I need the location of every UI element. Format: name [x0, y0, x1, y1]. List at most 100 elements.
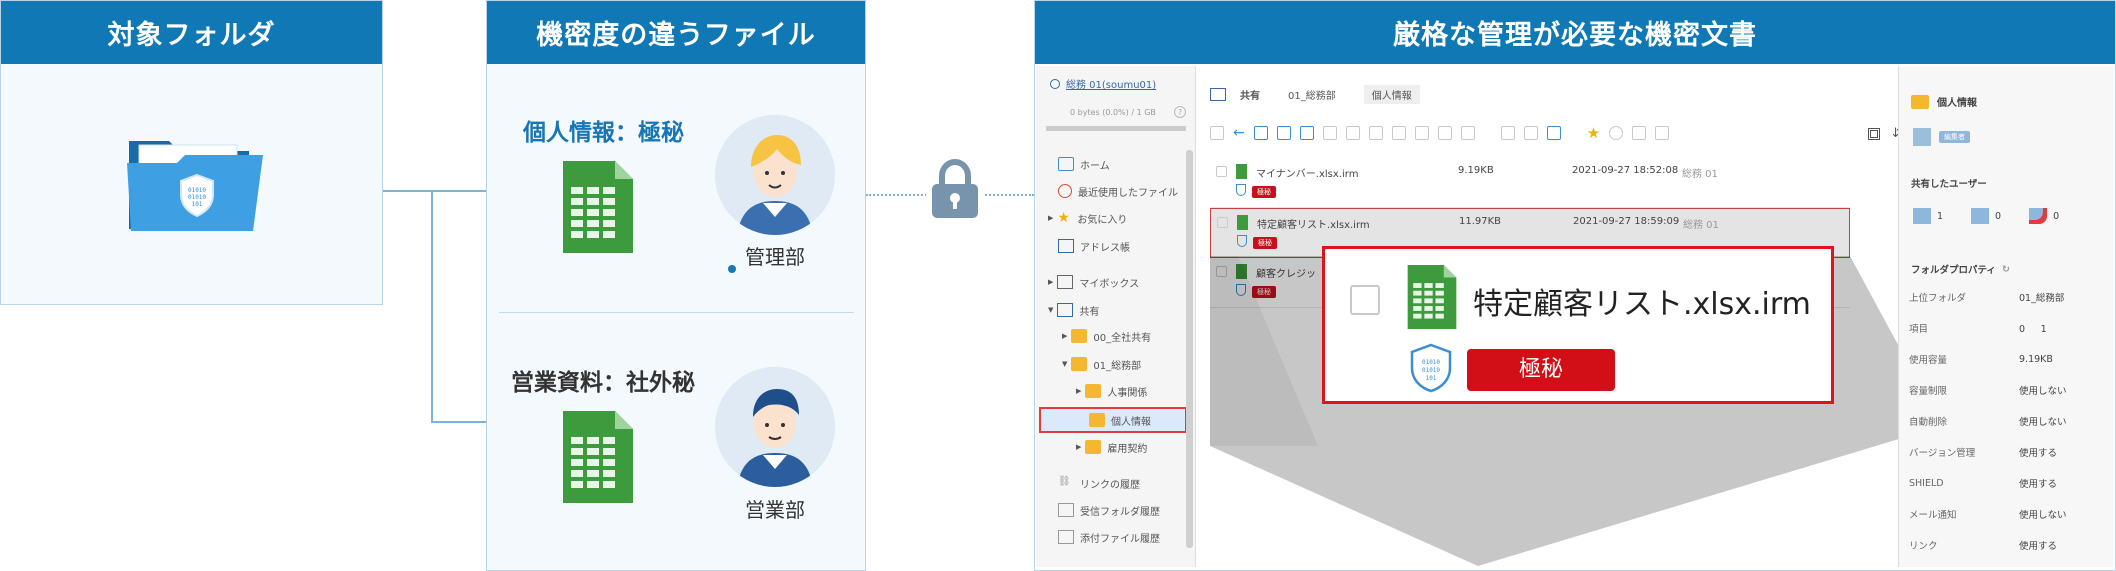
view-icon[interactable] — [1322, 126, 1337, 140]
sales-dept-label: 営業部 — [745, 498, 805, 522]
new-file-icon[interactable] — [1299, 126, 1314, 140]
spreadsheet-icon — [563, 161, 633, 257]
collapse-icon: ▼ — [1062, 360, 1068, 368]
breadcrumb-item[interactable]: 個人情報 — [1363, 84, 1420, 104]
breadcrumb-item[interactable]: 共有 — [1240, 90, 1260, 102]
file-name[interactable]: 特定顧客リスト.xlsx.irm — [1257, 220, 1370, 231]
expand-icon: ▶ — [1062, 332, 1068, 340]
svg-text:01010: 01010 — [188, 194, 206, 201]
admin-dept-label: 管理部 — [745, 245, 805, 269]
sidebar-item-personal-info[interactable]: 個人情報 — [1039, 407, 1187, 433]
zoom-file-name[interactable]: 特定顧客リスト.xlsx.irm — [1473, 287, 1811, 322]
lock-small-icon[interactable] — [1655, 126, 1670, 140]
svg-text:101: 101 — [1426, 375, 1437, 382]
connector-h-top — [431, 190, 486, 192]
expand-icon: ▶ — [1076, 387, 1082, 395]
sidebar-item-koyou[interactable]: ▶雇用契約 — [1076, 435, 1147, 459]
external-user-icon — [2029, 208, 2048, 224]
share-icon[interactable] — [1546, 126, 1561, 140]
managed-panel-title: 厳格な管理が必要な機密文書 — [1035, 1, 2115, 64]
files-panel: 機密度の違うファイル 個人情報：極秘 管理部 営業資料：社外秘 — [486, 0, 866, 571]
download-icon[interactable] — [1368, 126, 1383, 140]
panel-divider — [499, 312, 854, 313]
file-size: 9.19KB — [1458, 165, 1494, 176]
spreadsheet-icon — [1236, 264, 1247, 279]
sort-icon[interactable]: ⇵ — [1892, 126, 1903, 141]
group-icon — [1913, 208, 1931, 224]
upload-icon[interactable] — [1253, 126, 1268, 140]
lock-icon — [926, 158, 984, 224]
breadcrumb-item[interactable]: 01_総務部 — [1288, 90, 1336, 102]
folder-icon — [1085, 440, 1102, 454]
sidebar-item-jinji[interactable]: ▶人事関係 — [1076, 379, 1147, 403]
zoom-checkbox[interactable] — [1350, 285, 1380, 315]
copy-icon[interactable] — [1391, 126, 1406, 140]
edit-icon[interactable] — [1345, 126, 1360, 140]
sidebar-item-recent[interactable]: 最近使用したファイル — [1058, 179, 1178, 203]
row-checkbox[interactable] — [1216, 166, 1227, 177]
file-row[interactable]: マイナンバー.xlsx.irm 9.19KB 2021-09-27 18:52:… — [1210, 158, 1850, 208]
file-date: 2021-09-27 18:59:09 — [1573, 216, 1680, 227]
help-icon[interactable]: ? — [1174, 106, 1186, 118]
sidebar-item-attach-history[interactable]: 添付ファイル履歴 — [1058, 525, 1160, 549]
sidebar-item-soumu[interactable]: ▼01_総務部 — [1062, 352, 1141, 376]
grid-view-icon[interactable] — [1868, 128, 1880, 140]
prop-row: バージョン管理使用する — [1909, 448, 2058, 459]
row-checkbox[interactable] — [1216, 266, 1227, 277]
admin-woman-avatar — [715, 115, 835, 235]
file-owner: 総務 01 — [1683, 220, 1719, 231]
row-checkbox[interactable] — [1217, 217, 1228, 228]
zoom-callout: 特定顧客リスト.xlsx.irm 01010 01010 101 極秘 — [1322, 246, 1834, 404]
folder-icon — [1089, 413, 1105, 427]
sales-man-avatar — [715, 367, 835, 487]
prop-row: 容量制限使用しない — [1909, 386, 2067, 397]
link-icon: ⛓ — [1058, 476, 1071, 487]
link-icon[interactable] — [1500, 126, 1515, 140]
folder-icon — [1071, 357, 1088, 371]
rename-icon[interactable] — [1460, 126, 1475, 140]
sidebar-item-home[interactable]: ホーム — [1058, 152, 1110, 176]
prop-row: 自動削除使用しない — [1909, 417, 2067, 428]
mail-icon[interactable] — [1523, 126, 1538, 140]
new-folder-icon[interactable] — [1276, 126, 1291, 140]
folder-icon — [1911, 94, 1929, 109]
clock-icon — [1058, 184, 1072, 198]
refresh-icon[interactable]: ↻ — [2001, 263, 2010, 275]
file-size: 11.97KB — [1459, 216, 1502, 227]
file-name[interactable]: 顧客クレジッ — [1256, 269, 1316, 280]
tag-icon[interactable] — [1632, 126, 1647, 140]
collapse-icon: ▼ — [1048, 306, 1054, 314]
shield-icon — [1236, 184, 1246, 196]
move-icon[interactable] — [1414, 126, 1429, 140]
delete-icon[interactable] — [1437, 126, 1452, 140]
star-icon: ★ — [1057, 210, 1070, 226]
sidebar-scrollbar[interactable] — [1186, 150, 1193, 548]
select-all-checkbox[interactable] — [1210, 126, 1224, 140]
sidebar-item-addressbook[interactable]: アドレス帳 — [1058, 234, 1130, 258]
target-folder-panel: 対象フォルダ 01010 01010 101 — [0, 0, 383, 305]
user-link[interactable]: 総務 01(soumu01) — [1050, 76, 1156, 91]
toolbar: ← ★ — [1210, 124, 1670, 142]
sidebar-item-link-history[interactable]: ⛓リンクの履歴 — [1058, 476, 1140, 491]
user-icon — [1971, 208, 1990, 224]
sidebar-item-mybox[interactable]: ▶マイボックス — [1048, 270, 1139, 294]
sidebar-item-allshared[interactable]: ▶00_全社共有 — [1062, 324, 1151, 348]
sidebar-item-receive-history[interactable]: 受信フォルダ履歴 — [1058, 498, 1160, 522]
file-date: 2021-09-27 18:52:08 — [1572, 165, 1679, 176]
file-name[interactable]: マイナンバー.xlsx.irm — [1256, 169, 1359, 180]
sidebar-item-shared[interactable]: ▼共有 — [1048, 298, 1099, 322]
spreadsheet-icon — [1237, 215, 1248, 230]
files-panel-title: 機密度の違うファイル — [487, 1, 865, 64]
expand-icon: ▶ — [1076, 443, 1082, 451]
spreadsheet-icon — [1236, 164, 1247, 179]
history-icon[interactable] — [1609, 126, 1624, 140]
quota-text: 0 bytes (0.0%) / 1 GB — [1070, 108, 1156, 117]
shield-icon: 01010 01010 101 — [1409, 343, 1453, 397]
back-icon[interactable]: ← — [1233, 125, 1245, 141]
secret-badge: 極秘 — [1252, 186, 1276, 198]
sidebar-item-favorites[interactable]: ▶★お気に入り — [1048, 210, 1128, 226]
properties-pane: 個人情報 編集者 共有したユーザー 1 0 0 フォルダプロパティ ↻ 上位フォ… — [1898, 66, 2114, 567]
favorite-star-icon[interactable]: ★ — [1586, 124, 1601, 142]
